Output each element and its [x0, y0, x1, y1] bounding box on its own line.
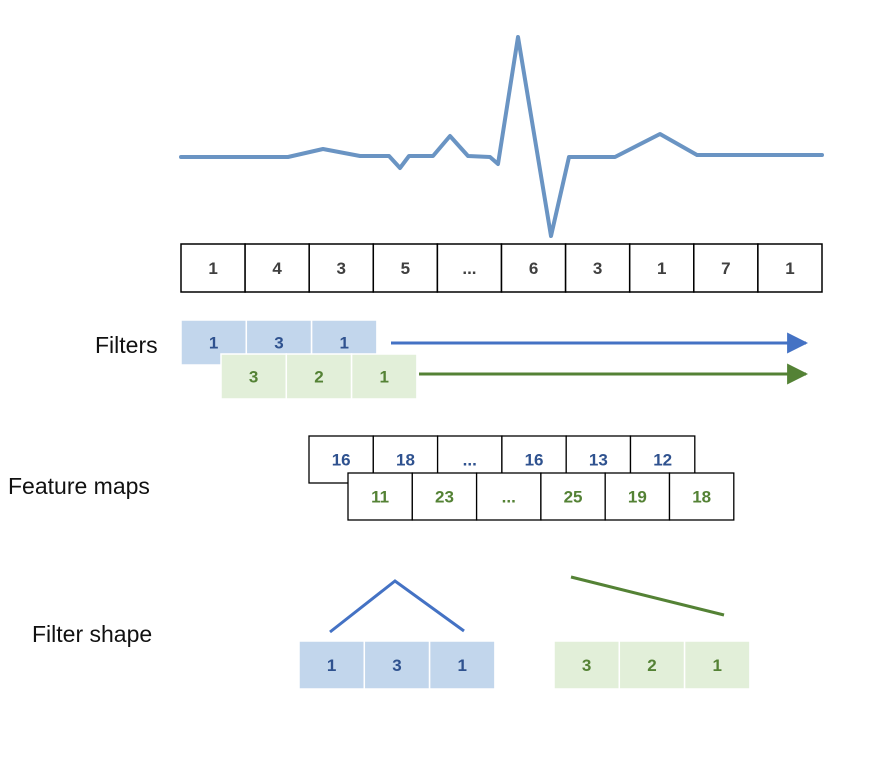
blue-feature-map-value: ... — [463, 451, 477, 470]
sequence-value: 3 — [593, 259, 602, 278]
sequence-value: ... — [462, 259, 476, 278]
green-filter-shape-line — [570, 575, 725, 617]
green-feature-map-value: 11 — [371, 488, 389, 507]
input-sequence: 1 4 3 5... 6 3 1 7 1 — [180, 243, 823, 293]
green-filter-cell — [350, 353, 418, 400]
green-filter-shape-value: 1 — [713, 656, 722, 675]
sequence-value: 5 — [401, 259, 410, 278]
green-filter-value: 1 — [380, 368, 389, 387]
sequence-value: 6 — [529, 259, 538, 278]
green-feature-map-cell — [540, 472, 606, 521]
sequence-cell — [436, 243, 503, 293]
signal-waveform — [179, 35, 824, 238]
blue-feature-map-value: 16 — [332, 451, 351, 470]
green-feature-map-value: ... — [502, 488, 516, 507]
blue-filter-value: 1 — [209, 334, 218, 353]
sequence-cell — [757, 243, 823, 293]
filter-shape-label: Filter shape — [32, 621, 152, 647]
blue-filter-shape-line — [329, 579, 465, 634]
green-feature-map-cell — [668, 472, 735, 521]
green-feature-map-value: 25 — [564, 488, 583, 507]
sequence-value: 7 — [721, 259, 730, 278]
green-filter-value: 2 — [314, 368, 323, 387]
green-filter-shape-cells: 3 2 1 — [553, 640, 751, 690]
blue-filter-shape-cell — [428, 640, 496, 690]
feature-maps-label: Feature maps — [8, 473, 150, 499]
green-filter-shape-cell — [553, 640, 621, 690]
sequence-cell — [308, 243, 375, 293]
green-filter-shape-value: 2 — [647, 656, 656, 675]
sequence-value: 3 — [337, 259, 346, 278]
sequence-cell — [180, 243, 246, 293]
blue-feature-map-value: 16 — [525, 451, 544, 470]
sequence-value: 1 — [785, 259, 794, 278]
green-filter-shape-cell — [618, 640, 686, 690]
green-filter-cell — [285, 353, 353, 400]
green-filter-shape-value: 3 — [582, 656, 591, 675]
sequence-cell — [244, 243, 310, 293]
blue-filter-value: 3 — [274, 334, 283, 353]
sequence-cell — [693, 243, 759, 293]
green-feature-map-cell — [475, 472, 542, 521]
green-feature-map: 11 23... 25 19 18 — [347, 472, 735, 521]
blue-feature-map-value: 13 — [589, 451, 608, 470]
sequence-cell — [564, 243, 631, 293]
blue-filter-shape-value: 1 — [327, 656, 336, 675]
blue-filter-shape-value: 3 — [392, 656, 401, 675]
blue-feature-map-value: 12 — [653, 451, 672, 470]
green-feature-map-value: 18 — [692, 488, 711, 507]
filters-label: Filters — [95, 332, 158, 358]
green-filter-cell — [220, 353, 288, 400]
green-feature-map-cell — [411, 472, 478, 521]
green-feature-map-value: 23 — [435, 488, 454, 507]
blue-filter-shape-cells: 1 3 1 — [298, 640, 496, 690]
green-filter-value: 3 — [249, 368, 258, 387]
green-feature-map-value: 19 — [628, 488, 647, 507]
sequence-cell — [500, 243, 567, 293]
blue-filter-value: 1 — [340, 334, 349, 353]
sequence-value: 1 — [208, 259, 217, 278]
sequence-value: 1 — [657, 259, 666, 278]
sequence-cell — [628, 243, 695, 293]
sequence-value: 4 — [272, 259, 282, 278]
green-filter: 3 2 1 — [220, 353, 418, 400]
blue-feature-map-value: 18 — [396, 451, 415, 470]
green-filter-shape-cell — [683, 640, 751, 690]
blue-filter-shape-value: 1 — [458, 656, 467, 675]
